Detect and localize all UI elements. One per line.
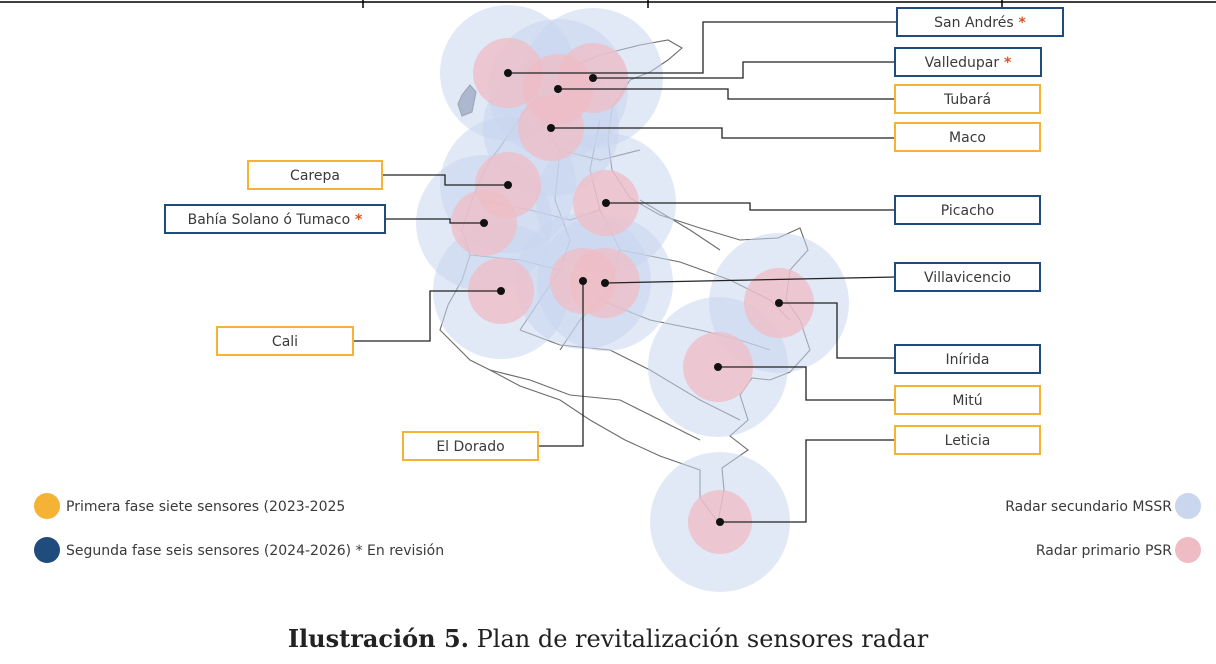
label-text-leticia: Leticia [945,433,991,449]
label-name-villavicencio: Villavicencio [924,270,1011,286]
leader-line-inirida [779,302,895,359]
label-box-bahia-solano [164,204,386,234]
leader-line-carepa [382,174,508,186]
label-name-cali: Cali [272,334,298,350]
leader-line-leticia [720,439,895,523]
leader-line-maco [551,127,895,139]
leader-line-valledupar [593,61,895,79]
site-label-maco: Maco [894,122,1041,152]
legend: Primera fase siete sensores (2023-2025 S… [34,493,1201,563]
label-name-san-andres: San Andrés [934,15,1013,31]
figure-caption: Ilustración 5. Plan de revitalización se… [0,624,1216,653]
site-label-inirida: Inírida [894,344,1041,374]
leader-line-tubara [558,88,895,100]
label-box-maco [894,122,1041,152]
leader-line-el-dorado [538,281,584,447]
label-text-maco: Maco [949,130,986,146]
label-name-tubara: Tubará [943,92,991,108]
site-labels: San Andrés *Valledupar *TubaráMacoCarepa… [164,7,1064,461]
legend-mssr-swatch [1175,493,1201,519]
label-text-mitu: Mitú [952,393,982,409]
label-box-carepa [247,160,383,190]
radar-site-dot-cali [497,287,505,295]
site-label-valledupar: Valledupar * [894,47,1042,77]
label-mark-bahia-solano: * [350,212,363,228]
label-box-san-andres [896,7,1064,37]
legend-phase2-label: Segunda fase seis sensores (2024-2026) *… [66,543,444,559]
label-text-bahia-solano: Bahía Solano ó Tumaco * [188,212,363,228]
label-box-valledupar [894,47,1042,77]
label-box-mitu [894,385,1041,415]
label-text-inirida: Inírida [945,352,989,368]
label-text-tubara: Tubará [943,92,991,108]
site-label-san-andres: San Andrés * [896,7,1064,37]
site-label-picacho: Picacho [894,195,1041,225]
label-mark-san-andres: * [1014,15,1027,31]
site-label-leticia: Leticia [894,425,1041,455]
radar-site-dot-san-andres [504,69,512,77]
caption-text: Plan de revitalización sensores radar [469,625,929,653]
legend-psr-label: Radar primario PSR [1036,543,1172,559]
label-text-picacho: Picacho [941,203,994,219]
radar-site-dot-maco [547,124,555,132]
leader-lines [353,21,897,526]
radar-site-dot-picacho [602,199,610,207]
radar-site-dot-villavicencio [601,279,609,287]
legend-phase1-label: Primera fase siete sensores (2023-2025 [66,499,345,515]
label-box-villavicencio [894,262,1041,292]
legend-phase1-swatch [34,493,60,519]
legend-phase2-swatch [34,537,60,563]
label-name-mitu: Mitú [952,393,982,409]
label-box-inirida [894,344,1041,374]
radar-site-dot-leticia [716,518,724,526]
site-label-cali: Cali [216,326,354,356]
label-name-el-dorado: El Dorado [436,439,504,455]
label-name-leticia: Leticia [945,433,991,449]
radar-site-dot-carepa [504,181,512,189]
label-box-el-dorado [402,431,539,461]
label-box-tubara [894,84,1041,114]
radar-site-dot-bahia-solano [480,219,488,227]
site-label-villavicencio: Villavicencio [894,262,1041,292]
legend-psr-swatch [1175,537,1201,563]
leader-line-cali [353,290,501,342]
leader-line-mitu [718,366,895,401]
site-label-bahia-solano: Bahía Solano ó Tumaco * [164,204,386,234]
legend-mssr-label: Radar secundario MSSR [1005,499,1172,515]
label-text-carepa: Carepa [290,168,340,184]
label-name-inirida: Inírida [945,352,989,368]
label-box-cali [216,326,354,356]
radar-site-dot-tubara [554,85,562,93]
leader-line-villavicencio [604,276,896,284]
caption-bold: Ilustración 5. [287,624,470,653]
dept-line-6 [489,369,701,441]
label-box-picacho [894,195,1041,225]
radar-site-dot-mitu [714,363,722,371]
site-label-tubara: Tubará [894,84,1041,114]
label-name-carepa: Carepa [290,168,340,184]
table-top-border [0,0,1216,8]
label-text-villavicencio: Villavicencio [924,270,1011,286]
label-mark-valledupar: * [999,55,1012,71]
leader-line-san-andres [508,21,897,74]
label-text-cali: Cali [272,334,298,350]
label-box-leticia [894,425,1041,455]
radar-coverage [416,5,849,592]
leader-line-bahia-solano [385,218,484,224]
label-text-san-andres: San Andrés * [934,15,1026,31]
radar-site-dot-inirida [775,299,783,307]
radar-site-dot-el-dorado [579,277,587,285]
site-label-carepa: Carepa [247,160,383,190]
label-name-maco: Maco [949,130,986,146]
site-label-mitu: Mitú [894,385,1041,415]
label-text-valledupar: Valledupar * [925,55,1012,71]
leader-line-picacho [606,202,895,211]
label-name-valledupar: Valledupar [925,55,1000,71]
label-text-el-dorado: El Dorado [436,439,504,455]
label-name-bahia-solano: Bahía Solano ó Tumaco [188,212,351,228]
site-label-el-dorado: El Dorado [402,431,539,461]
radar-site-dot-valledupar [589,74,597,82]
label-name-picacho: Picacho [941,203,994,219]
